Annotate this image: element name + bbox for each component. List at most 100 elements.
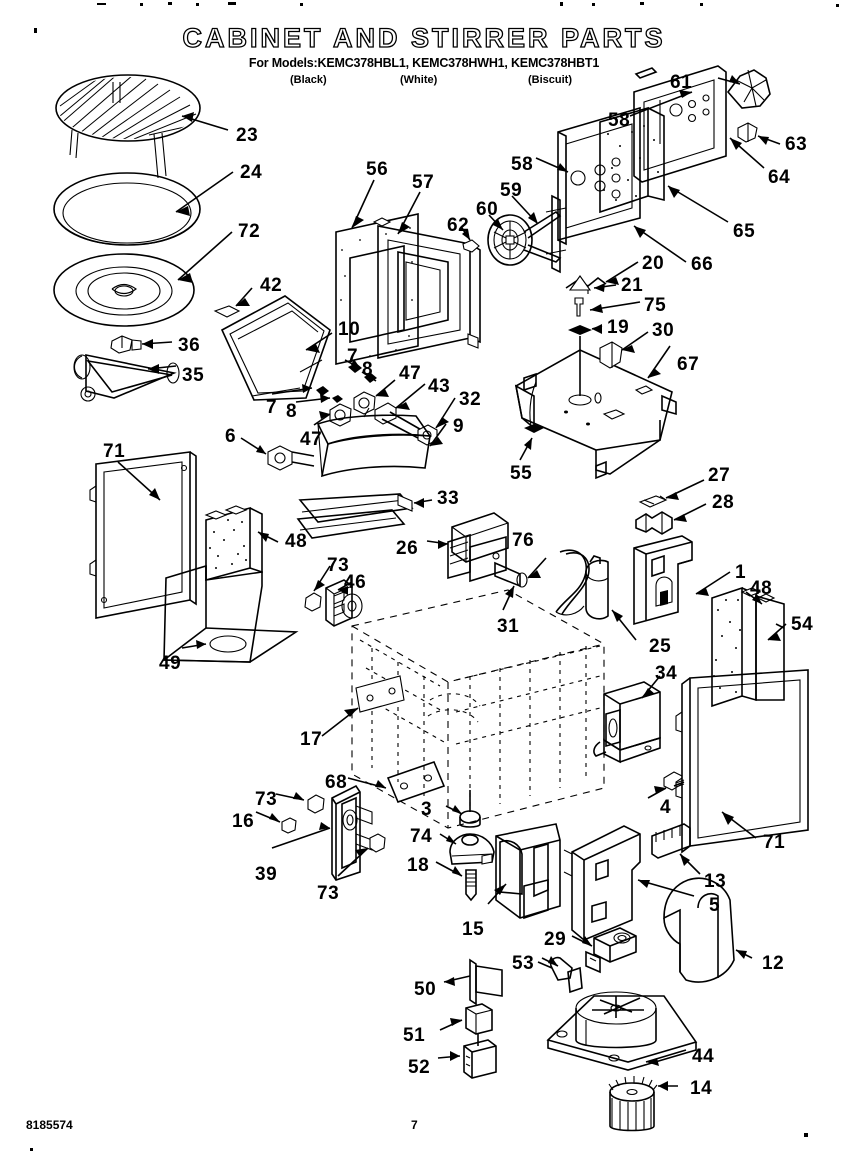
part-insulation-48-right — [711, 586, 776, 708]
callout-58: 58 — [511, 154, 534, 175]
page-number: 7 — [411, 1118, 418, 1132]
part-support-plate-67 — [514, 336, 677, 480]
part-thermostat-53 — [537, 956, 583, 994]
part-washer-19 — [568, 324, 603, 335]
part-switch-73b — [275, 792, 325, 814]
part-duct-10 — [220, 295, 333, 401]
callout-47: 47 — [399, 363, 422, 384]
callout-13: 13 — [704, 871, 727, 892]
scan-speck — [140, 3, 143, 6]
part-harness-76 — [555, 549, 590, 616]
part-relay-29 — [571, 927, 637, 974]
callout-21: 21 — [621, 275, 644, 296]
callout-73: 73 — [327, 555, 350, 576]
scan-speck — [196, 3, 199, 6]
callout-1: 1 — [735, 562, 747, 583]
part-screw-4 — [647, 771, 685, 799]
part-clip-55 — [519, 381, 544, 461]
callout-72: 72 — [238, 221, 261, 242]
part-capacitor-25 — [585, 555, 637, 641]
scan-speck — [34, 28, 37, 33]
callout-66: 66 — [691, 254, 714, 275]
callout-36: 36 — [178, 335, 201, 356]
part-door-panel-57 — [372, 191, 481, 359]
callout-64: 64 — [768, 167, 791, 188]
scan-speck — [700, 3, 703, 6]
part-hardware-7-8 — [271, 359, 377, 403]
part-screw-16 — [255, 811, 297, 834]
part-switch-73c — [337, 833, 386, 877]
callout-35: 35 — [182, 365, 205, 386]
callout-24: 24 — [240, 162, 263, 183]
scan-speck — [804, 1133, 808, 1137]
callout-48: 48 — [750, 578, 773, 599]
callout-8: 8 — [286, 401, 298, 422]
callout-16: 16 — [232, 811, 255, 832]
model-list: For Models:KEMC378HBL1, KEMC378HWH1, KEM… — [248, 56, 600, 71]
part-bracket-68 — [347, 760, 446, 804]
callout-47: 47 — [300, 429, 323, 450]
part-stirrer-shaft-43 — [363, 383, 456, 446]
part-control-insulation-65 — [599, 106, 729, 223]
callout-12: 12 — [762, 953, 785, 974]
callout-34: 34 — [655, 663, 678, 684]
callout-3: 3 — [421, 799, 433, 820]
callout-53: 53 — [512, 953, 535, 974]
callout-7: 7 — [347, 346, 359, 367]
callout-55: 55 — [510, 463, 533, 484]
part-coupler-62 — [461, 227, 480, 253]
part-fuse-51 — [439, 1003, 493, 1046]
callout-31: 31 — [497, 616, 520, 637]
callout-51: 51 — [403, 1025, 426, 1046]
callout-9: 9 — [453, 416, 465, 437]
part-air-guide-12 — [663, 877, 753, 983]
callout-39: 39 — [255, 864, 278, 885]
callout-6: 6 — [225, 426, 237, 447]
part-fan-blade-14 — [608, 1076, 678, 1132]
callout-44: 44 — [692, 1046, 715, 1067]
callout-58: 58 — [608, 110, 631, 131]
callout-74: 74 — [410, 826, 433, 847]
callout-61: 61 — [670, 72, 693, 93]
part-switch-46 — [325, 579, 363, 627]
part-bracket-50 — [443, 958, 503, 1006]
callout-8: 8 — [362, 359, 374, 380]
part-screw-75 — [574, 297, 641, 317]
color-variant-black: (Black) — [290, 74, 327, 86]
callout-10: 10 — [338, 319, 361, 340]
callout-75: 75 — [644, 295, 667, 316]
part-fuse-27 — [638, 479, 705, 508]
callout-73: 73 — [255, 789, 278, 810]
callout-17: 17 — [300, 729, 323, 750]
scan-speck — [168, 2, 172, 5]
part-base-49 — [161, 564, 299, 663]
part-tube-33 — [298, 493, 433, 523]
callout-50: 50 — [414, 979, 437, 1000]
callout-56: 56 — [366, 159, 389, 180]
callout-32: 32 — [459, 389, 482, 410]
callout-71: 71 — [763, 832, 786, 853]
part-latch-39 — [271, 784, 373, 881]
part-switch-52 — [437, 1039, 497, 1079]
callout-23: 23 — [236, 125, 259, 146]
part-nut-47 — [313, 379, 396, 427]
callout-67: 67 — [677, 354, 700, 375]
scan-speck — [228, 2, 236, 5]
scan-speck — [560, 2, 563, 6]
part-stirrer-cover-9 — [316, 414, 447, 478]
part-control-frame-64 — [629, 65, 765, 183]
color-variant-biscuit: (Biscuit) — [528, 74, 572, 86]
part-bracket-30 — [599, 331, 649, 369]
part-insulation-48-left — [204, 505, 279, 582]
callout-27: 27 — [708, 465, 731, 486]
scan-speck — [30, 1148, 33, 1151]
part-blower-motor-44 — [546, 991, 698, 1071]
part-relay-34 — [593, 675, 661, 764]
part-blower-housing-5 — [563, 825, 695, 941]
part-air-duct-15 — [487, 823, 561, 920]
part-motor-74 — [439, 833, 495, 865]
callout-7: 7 — [266, 397, 278, 418]
scan-speck — [300, 3, 303, 6]
